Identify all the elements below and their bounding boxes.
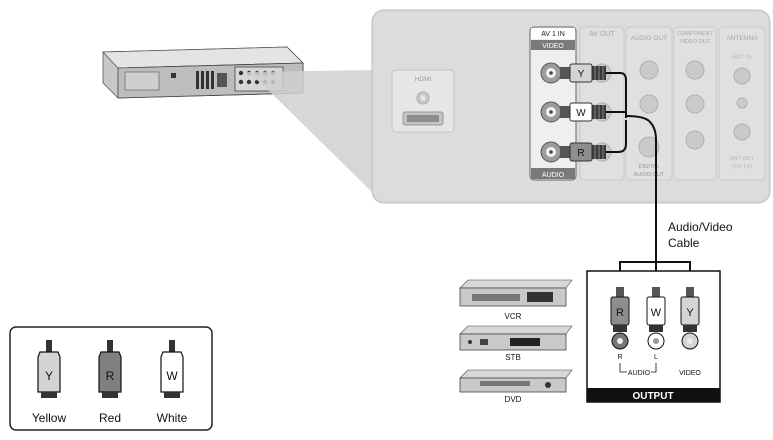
av1in-panel: AV 1 IN VIDEO AUDIO xyxy=(529,26,577,181)
antout-label-1: ANT OUT xyxy=(730,156,755,162)
panel-plug-r: R xyxy=(560,142,606,162)
digital-label-1: DIGITAL xyxy=(639,164,660,170)
ghost-ports: AV OUT AUDIO OUT COMPONENT VIDEO OUT ANT… xyxy=(579,26,766,181)
av1in-label: AV 1 IN xyxy=(541,31,565,38)
back-panel: HDMI AV 1 IN VIDEO AUDIO xyxy=(371,9,771,204)
antout-label-2: (TO TV) xyxy=(732,164,752,170)
output-jack-r-label: R xyxy=(617,354,622,361)
legend-name-white: White xyxy=(157,411,188,425)
hdmi-port: HDMI xyxy=(391,69,455,133)
audioout-label: AUDIO OUT xyxy=(631,35,667,42)
component-label-1: COMPONENT xyxy=(677,31,713,37)
component-label-2: VIDEO OUT xyxy=(680,39,711,45)
recorder-device xyxy=(102,46,304,99)
legend-name-red: Red xyxy=(99,411,121,425)
panel-plug-w: W xyxy=(560,102,606,122)
output-jack-l-label: L xyxy=(654,354,658,361)
output-plug-w-letter: W xyxy=(651,307,662,319)
legend-letter-w: W xyxy=(166,369,178,383)
antin-label: ANT IN xyxy=(732,55,752,61)
digital-label-2: AUDIO OUT xyxy=(634,172,665,178)
panel-plug-w-letter: W xyxy=(576,108,586,119)
output-audio-label: AUDIO xyxy=(628,370,651,377)
output-plug-w: W xyxy=(646,287,666,350)
legend-letter-r: R xyxy=(106,369,115,383)
output-plug-y-letter: Y xyxy=(686,307,694,319)
dvd-device: DVD xyxy=(459,369,573,404)
color-legend: Y Yellow R Red W White xyxy=(9,326,213,431)
stb-label: STB xyxy=(505,353,521,362)
stb-device: STB xyxy=(459,325,573,362)
hdmi-label: HDMI xyxy=(415,76,432,83)
cable-label-line2: Cable xyxy=(668,236,700,250)
panel-plug-y: Y xyxy=(560,63,606,83)
output-plug-y: Y xyxy=(680,287,700,350)
legend-plug-yellow: Y Yellow xyxy=(32,340,67,425)
legend-plug-red: R Red xyxy=(98,340,122,425)
legend-letter-y: Y xyxy=(45,369,53,383)
legend-name-yellow: Yellow xyxy=(32,411,67,425)
dvd-label: DVD xyxy=(505,395,522,404)
panel-plug-y-letter: Y xyxy=(578,69,585,80)
output-plug-r: R xyxy=(610,287,630,350)
zoom-callout xyxy=(243,70,376,196)
output-plug-r-letter: R xyxy=(616,307,624,319)
panel-plugs: Y W R xyxy=(560,63,606,162)
panel-plug-r-letter: R xyxy=(577,148,584,159)
avout-label: AV OUT xyxy=(589,31,615,38)
vcr-label: VCR xyxy=(505,312,522,321)
output-box: OUTPUT R W Y R L AUDIO V xyxy=(586,270,721,403)
vcr-device: VCR xyxy=(459,279,573,321)
cable-label-line1: Audio/Video xyxy=(668,220,733,234)
av1in-audio-label: AUDIO xyxy=(542,172,565,179)
output-title: OUTPUT xyxy=(632,391,673,402)
av1in-video-label: VIDEO xyxy=(542,43,564,50)
output-video-label: VIDEO xyxy=(679,370,701,377)
legend-plug-white: W White xyxy=(157,340,188,425)
antenna-label: ANTENNA xyxy=(726,35,758,42)
